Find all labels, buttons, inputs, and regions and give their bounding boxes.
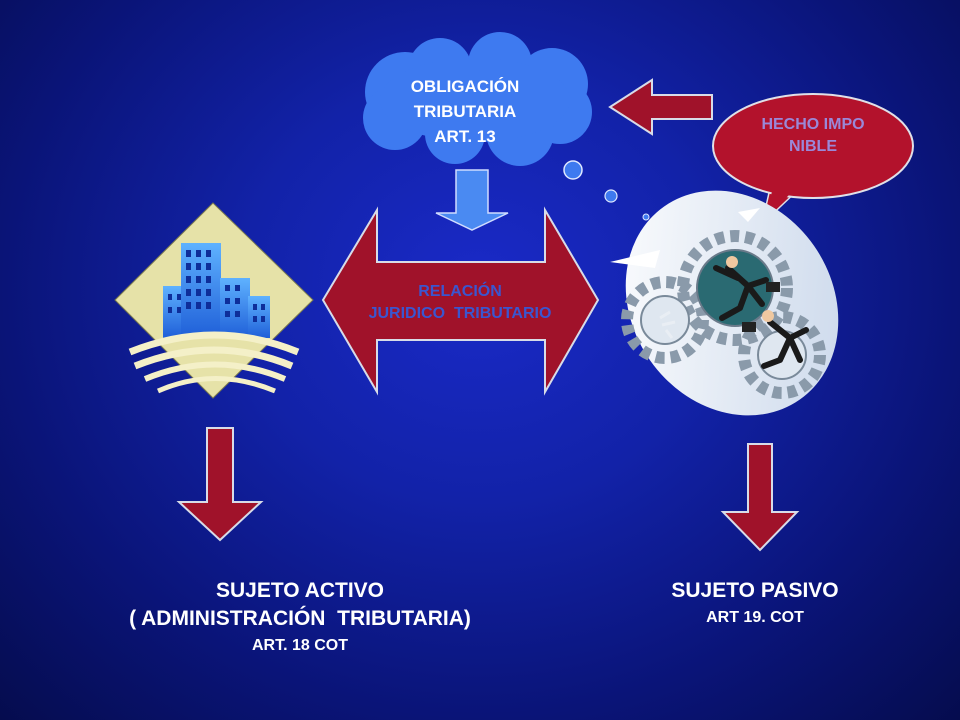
down-arrow-blue bbox=[435, 169, 509, 231]
relacion-line1: RELACIÓN bbox=[418, 283, 502, 300]
sujeto-activo-article: ART. 18 COT bbox=[251, 637, 348, 654]
building-clipart bbox=[114, 202, 314, 399]
businessmen-gears-clipart bbox=[610, 190, 839, 416]
sujeto-pasivo-title: SUJETO PASIVO bbox=[671, 579, 839, 602]
relacion-line2: JURIDICO TRIBUTARIO bbox=[368, 305, 552, 322]
sujeto-activo-title: SUJETO ACTIVO bbox=[215, 579, 385, 602]
relacion-double-arrow bbox=[321, 206, 600, 396]
obligacion-cloud bbox=[363, 32, 592, 166]
sujeto-activo-block: SUJETO ACTIVO ( ADMINISTRACIÓN TRIBUTARI… bbox=[60, 577, 540, 659]
hecho-label: HECHO IMPONIBLE bbox=[761, 116, 865, 155]
thought-bubble-dots bbox=[563, 160, 650, 221]
obligacion-line3: ART. 13 bbox=[434, 127, 496, 146]
down-arrow-sujeto-activo bbox=[176, 427, 264, 542]
obligacion-line1: OBLIGACIÓN bbox=[410, 77, 520, 96]
left-arrow-to-obligacion bbox=[608, 78, 713, 136]
down-arrow-sujeto-pasivo bbox=[720, 443, 800, 552]
obligacion-label: OBLIGACIÓN TRIBUTARIA ART. 13 bbox=[385, 74, 545, 149]
sujeto-activo-subtitle: ( ADMINISTRACIÓN TRIBUTARIA) bbox=[129, 607, 471, 630]
relacion-label: RELACIÓN JURIDICO TRIBUTARIO bbox=[330, 281, 590, 325]
sujeto-pasivo-article: ART 19. COT bbox=[706, 609, 804, 626]
sujeto-pasivo-block: SUJETO PASIVO ART 19. COT bbox=[630, 577, 880, 631]
obligacion-line2: TRIBUTARIA bbox=[413, 102, 517, 121]
